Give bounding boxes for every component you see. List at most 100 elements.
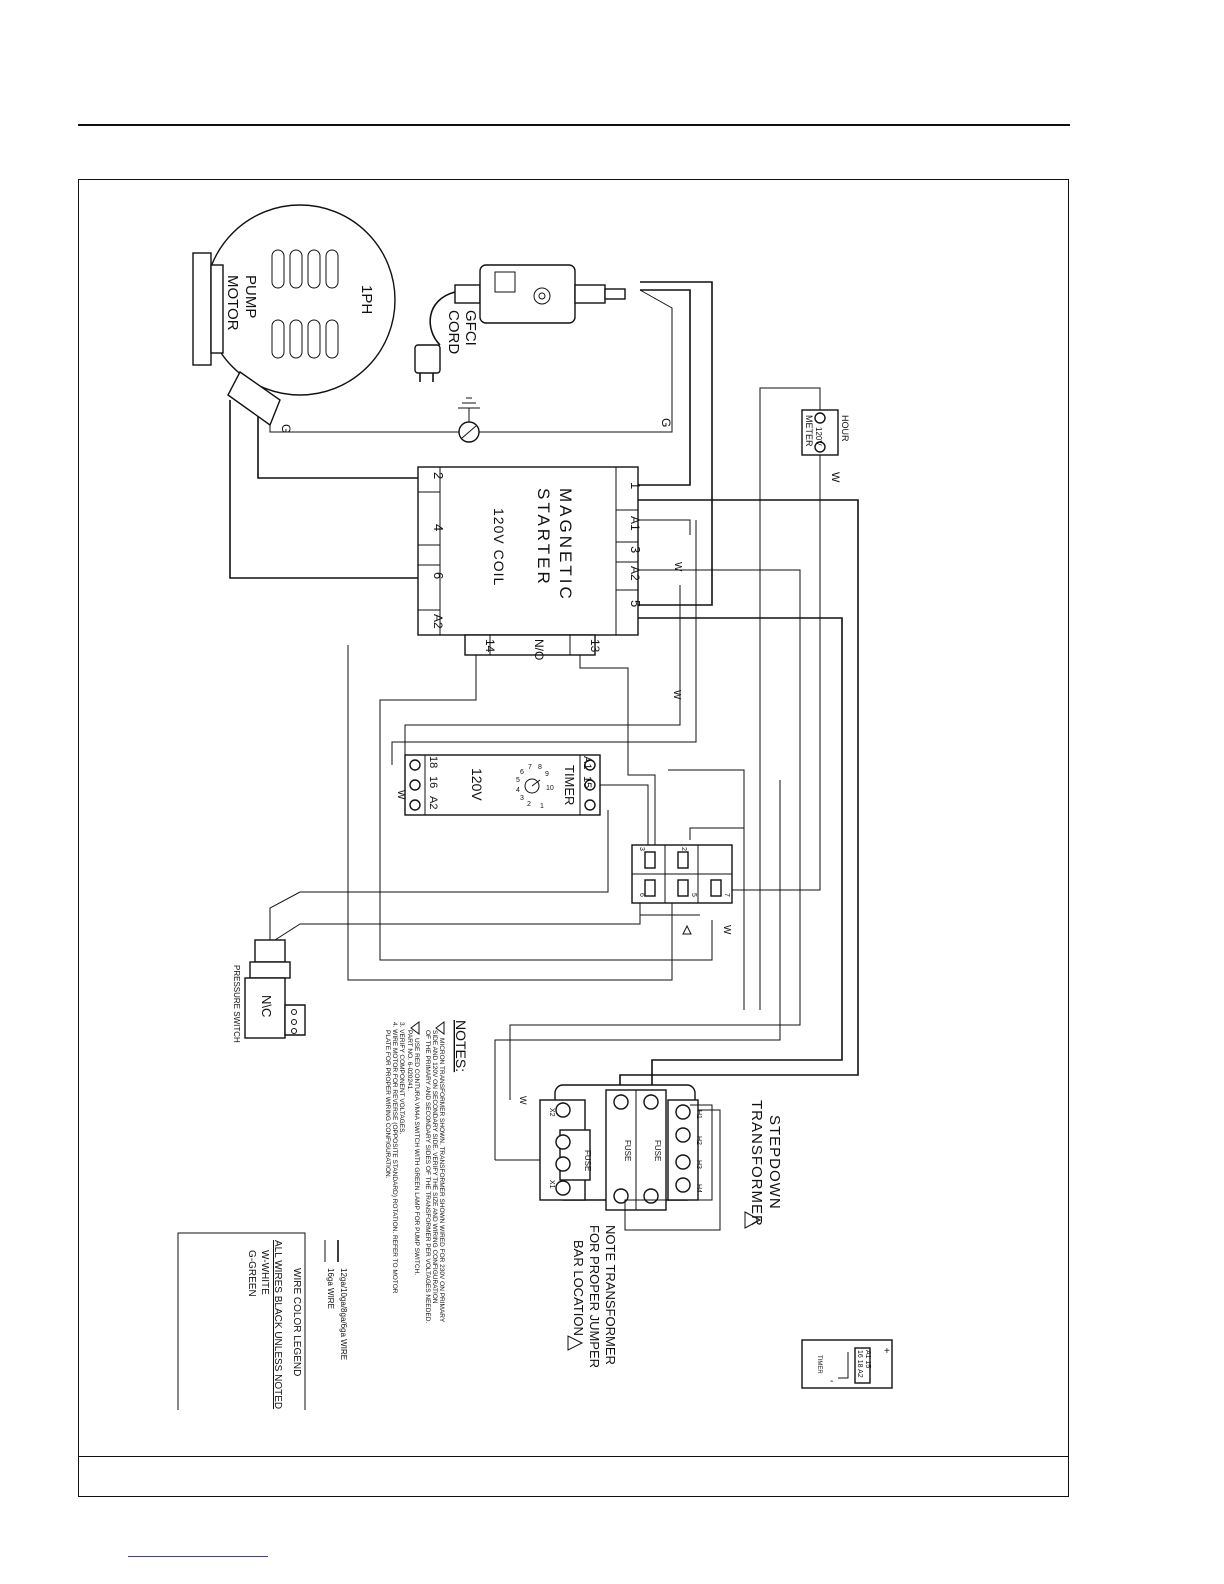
- footer-rule: [78, 1456, 1069, 1457]
- primary-h3: H3: [695, 1160, 702, 1169]
- stepdown-transformer: FUSE FUSE FUSE H1 H2 H3 H4 X2 X1 W STEPD…: [518, 1084, 783, 1368]
- primary-fuse-label-2: FUSE: [653, 1140, 662, 1161]
- starter-title-magnetic: MAGNETIC: [556, 488, 575, 602]
- switch-terminal-3: 3: [638, 847, 645, 851]
- hour-meter: HOUR METER 120V W: [801, 409, 850, 483]
- transformer-note-3: BAR LOCATION: [571, 1240, 586, 1336]
- wire-gauge-key: 12ga/10ga/8ga/6ga WIRE 16ga WIRE: [324, 1240, 348, 1360]
- motor-label-motor: MOTOR: [224, 275, 241, 331]
- transformer-title-stepdown: STEPDOWN: [766, 1115, 783, 1210]
- white-wire-marker-hour: W: [829, 472, 841, 483]
- white-wire-marker-aux: W: [671, 690, 682, 700]
- motor-vents: [271, 249, 339, 359]
- starter-terminal-2: 2: [431, 472, 446, 479]
- diagram-frame: [78, 179, 1069, 1497]
- dial-5: 5: [516, 777, 520, 784]
- transformer-note-1: NOTE TRANSFORMER: [603, 1225, 618, 1365]
- primary-fuse-label-1: FUSE: [623, 1140, 632, 1161]
- note-4b: PLATE FOR PROPER WIRING CONFIGURATION.: [384, 1030, 391, 1179]
- wires: [229, 281, 859, 1161]
- white-wire-marker-starter: W: [672, 562, 683, 572]
- starter-terminal-4: 4: [431, 524, 446, 531]
- switch-terminal-2: 2: [680, 847, 687, 851]
- timer-terminal-a1: A1: [581, 756, 593, 769]
- note-3: 3. VERIFY COMPONENT VOLTAGES.: [398, 1022, 405, 1134]
- dial-2: 2: [527, 801, 531, 808]
- secondary-fuse-label: FUSE: [583, 1150, 592, 1171]
- gfci-cord: GFCI CORD: [414, 264, 626, 382]
- switch-terminal-7: 7: [723, 893, 730, 897]
- aux-terminal-14: 14: [483, 639, 497, 653]
- notes-title: NOTES:: [453, 1020, 469, 1072]
- transformer-title-transformer: TRANSFORMER: [748, 1100, 765, 1227]
- aux-terminal-13: 13: [588, 639, 602, 653]
- pump-motor: 1PH PUMP MOTOR: [192, 204, 396, 427]
- note-1c: OF THE PRIMARY AND SECONDARY SIDES OF TH…: [424, 1030, 431, 1323]
- dial-3: 3: [520, 795, 524, 802]
- magnetic-starter: 2 4 6 A2 1 A1 3 A2 5 MAGNETIC STARTER 12…: [417, 466, 643, 636]
- starter-coil-label: 120V COIL: [491, 508, 507, 586]
- gfci-label-gfci: GFCI: [462, 310, 479, 346]
- switch-terminal-5: 5: [690, 893, 697, 897]
- starter-aux-contact: 14 N/O 13: [464, 634, 602, 660]
- hour-meter-label-hour: HOUR: [840, 415, 850, 442]
- note-2a: USE RED CONTURA VM4A SWITCH WITH GREEN L…: [413, 1038, 420, 1275]
- dial-6: 6: [520, 769, 524, 776]
- secondary-x2: X2: [548, 1108, 555, 1117]
- timer-voltage: 120V: [469, 768, 485, 801]
- note-1a: MICRON TRANSFORMER SHOWN. TRANSFORMER SH…: [438, 1038, 445, 1323]
- inset-top-terminals: A1 15: [864, 1350, 871, 1368]
- pump-switch: 2 3 5 6 7 W: [631, 844, 733, 935]
- motor-label-pump: PUMP: [242, 275, 259, 318]
- note-1b: SIDE AND 120V ON SECONDARY SIDE. VERIFY …: [431, 1030, 438, 1304]
- white-wire-marker-transformer: W: [518, 1096, 528, 1105]
- starter-terminal-1: 1: [628, 482, 643, 489]
- legend-line-all-black: ALL WIRES BLACK UNLESS NOTED: [272, 1240, 283, 1409]
- white-wire-marker-timer: W: [395, 790, 406, 800]
- inset-bottom-terminals: 16 18 A2: [856, 1350, 863, 1378]
- timer-terminal-16: 16: [427, 776, 439, 788]
- motor-phase-label: 1PH: [358, 285, 375, 314]
- switch-terminal-6: 6: [638, 893, 645, 897]
- hour-meter-label-meter: METER: [804, 415, 814, 447]
- legend-line-green: G-GREEN: [246, 1250, 257, 1297]
- heavy-gauge-label: 12ga/10ga/8ga/6ga WIRE: [339, 1268, 348, 1360]
- primary-h2: H2: [695, 1136, 702, 1145]
- header-rule: [78, 124, 1070, 126]
- hour-meter-voltage: 120V: [814, 427, 823, 446]
- dial-9: 9: [545, 771, 549, 778]
- secondary-x1: X1: [548, 1180, 555, 1189]
- timer-terminal-a2: A2: [427, 796, 439, 809]
- ground-terminal: G G: [279, 397, 673, 443]
- starter-terminal-a2-left: A2: [431, 614, 445, 629]
- starter-terminal-a1: A1: [628, 516, 642, 531]
- bottom-link-underline: [128, 1556, 268, 1557]
- white-wire-marker-switch: W: [721, 925, 732, 935]
- timer: A1 15 18 16 A2 TIMER 120V 1 2 3 4 5 6 7 …: [404, 754, 601, 816]
- dial-4: 4: [516, 787, 520, 794]
- inset-label: TIMER: [816, 1355, 822, 1374]
- pressure-switch-contact: N\C: [259, 995, 274, 1017]
- timer-dial: 1 2 3 4 5 6 7 8 9 10: [516, 764, 554, 810]
- light-gauge-label: 16ga WIRE: [326, 1268, 335, 1309]
- aux-no-label: N/O: [532, 639, 546, 660]
- note-4a: 4. WIRE MOTOR FOR REVERSE (OPPOSITE STAN…: [391, 1022, 398, 1294]
- starter-terminal-a2-right: A2: [628, 566, 642, 581]
- pressure-switch: N\C PRESSURE SWITCH: [232, 939, 306, 1043]
- notes: NOTES: MICRON TRANSFORMER SHOWN. TRANSFO…: [384, 1020, 469, 1323]
- starter-title-starter: STARTER: [534, 488, 553, 587]
- pressure-switch-label: PRESSURE SWITCH: [232, 965, 241, 1043]
- dial-10: 10: [546, 785, 554, 792]
- timer-terminal-18: 18: [427, 756, 439, 768]
- wire-color-legend: WIRE COLOR LEGEND ALL WIRES BLACK UNLESS…: [177, 1232, 306, 1410]
- green-wire-marker-2: G: [659, 418, 673, 427]
- gfci-label-cord: CORD: [445, 310, 462, 354]
- dial-8: 8: [538, 764, 542, 771]
- legend-line-white: W-WHITE: [259, 1250, 270, 1295]
- timer-inset: A1 15 16 18 A2 TIMER + -: [801, 1339, 893, 1389]
- dial-7: 7: [528, 764, 532, 771]
- timer-terminal-15: 15: [581, 776, 593, 788]
- starter-terminal-6: 6: [431, 572, 446, 579]
- legend-title: WIRE COLOR LEGEND: [291, 1268, 302, 1376]
- note-2b: PART NO. 6-020241.: [406, 1030, 413, 1091]
